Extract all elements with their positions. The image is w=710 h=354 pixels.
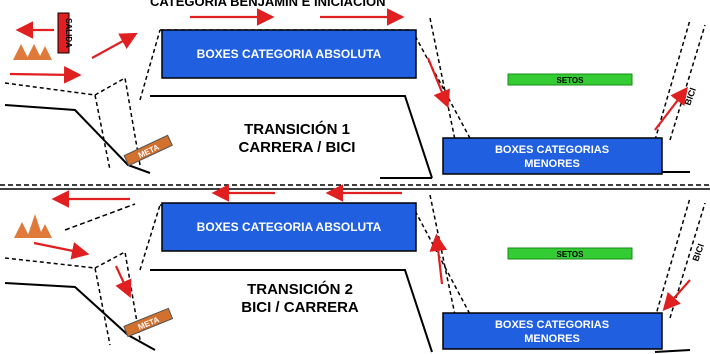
boxes-absoluta-label: BOXES CATEGORIA ABSOLUTA — [197, 220, 382, 234]
panel-transition-1: BOXES CATEGORIA ABSOLUTA BOXES CATEGORIA… — [4, 8, 706, 179]
arrow-icon — [115, 265, 132, 298]
salida-marker — [57, 12, 70, 54]
setos-box — [507, 73, 633, 86]
meta-label: META — [137, 315, 161, 332]
boxes-menores-label-1: BOXES CATEGORIAS — [495, 144, 609, 156]
arrow-icon — [654, 86, 689, 131]
dashed-line — [669, 202, 706, 319]
boxes-menores-label-2: MENORES — [524, 158, 580, 170]
arrow-icon — [9, 66, 82, 84]
boxes-absoluta-label: BOXES CATEGORIA ABSOLUTA — [197, 47, 382, 61]
dashed-line — [429, 194, 456, 316]
road-line — [150, 95, 433, 179]
dashed-line — [139, 29, 161, 101]
road-line — [4, 282, 156, 351]
boxes-absoluta-box — [161, 29, 417, 79]
dashed-line — [94, 250, 141, 341]
boxes-menores-box — [442, 137, 663, 175]
route-arrows — [33, 184, 691, 311]
route-arrows — [9, 8, 689, 131]
dashed-line — [4, 257, 111, 346]
transition-subtitle: BICI / CARRERA — [241, 299, 359, 316]
bici-label: BICI — [690, 242, 706, 262]
panel-transition-2: BOXES CATEGORIA ABSOLUTA BOXES CATEGORIA… — [4, 184, 706, 353]
dashed-line — [669, 24, 706, 141]
boxes-menores-box — [442, 312, 663, 350]
arrow-icon — [91, 32, 138, 59]
boxes-menores-label-2: MENORES — [524, 333, 580, 345]
meta-marker — [123, 307, 174, 338]
road-line — [654, 349, 691, 353]
setos-box — [507, 247, 633, 260]
dashed-line — [94, 76, 141, 166]
cones-icon — [14, 214, 52, 238]
dashed-line — [4, 82, 111, 171]
boxes-menores-label-1: BOXES CATEGORIAS — [495, 319, 609, 331]
salida-label: SALIDA — [64, 18, 73, 48]
dashed-line — [139, 204, 161, 271]
transition-subtitle: CARRERA / BICI — [239, 139, 356, 156]
arrow-icon — [429, 233, 447, 285]
road-line — [4, 104, 151, 174]
setos-label: SETOS — [557, 250, 585, 259]
cones-icon — [13, 44, 52, 60]
meta-marker — [123, 134, 173, 167]
arrow-icon — [662, 279, 691, 311]
header-title: CATEGORIA BENJAMIN E INICIACION — [150, 0, 385, 9]
dashed-line — [64, 203, 136, 231]
setos-label: SETOS — [557, 76, 585, 85]
transition-title: TRANSICIÓN 1 — [244, 120, 350, 138]
transition-title: TRANSICIÓN 2 — [247, 280, 353, 298]
dashed-line — [429, 17, 456, 141]
road-line — [150, 269, 433, 353]
boxes-absoluta-box — [161, 202, 417, 252]
arrow-icon — [426, 57, 450, 109]
arrow-icon — [33, 241, 90, 260]
